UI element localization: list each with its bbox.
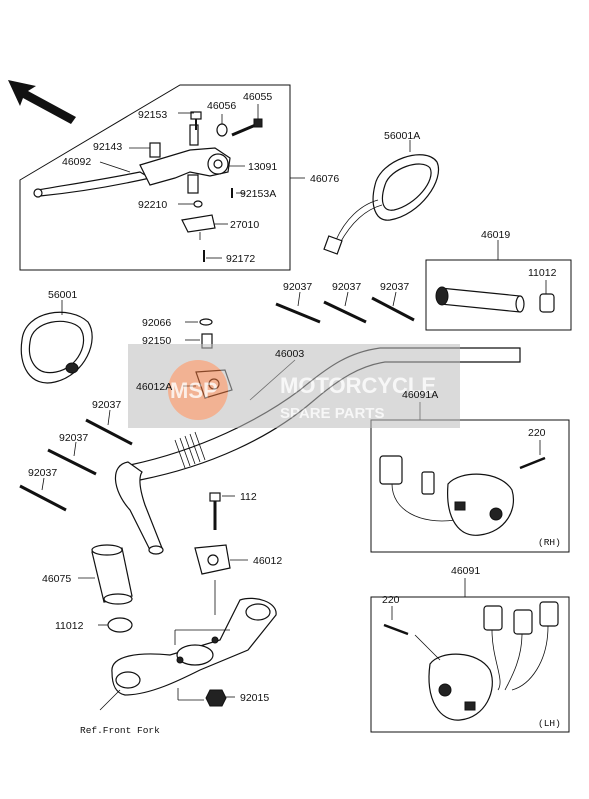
bolt-46055 [231,118,263,137]
screw-220-lh [383,623,409,636]
upper-bracket [111,597,277,696]
label-92037-4: 92037 [92,399,121,411]
label-11012-top: 11012 [528,267,557,279]
watermark-line1: MOTORCYCLE [280,373,436,398]
label-112: 112 [240,491,257,503]
watermark: MSP MOTORCYCLE SPARE PARTS [128,344,460,428]
label-46091: 46091 [451,565,480,577]
label-92037-6: 92037 [28,467,57,479]
label-92143: 92143 [93,141,122,153]
label-46076: 46076 [310,173,339,185]
label-92150: 92150 [142,335,171,347]
label-46092: 46092 [62,156,91,168]
label-92037-2: 92037 [332,281,361,293]
grip-box [425,259,572,331]
label-11012-bottom: 11012 [55,620,84,632]
label-46003: 46003 [275,348,304,360]
grip-46075 [91,544,133,605]
bolt-92153 [190,111,202,130]
cap-11012 [539,293,555,313]
screw-220-rh [519,456,546,470]
label-92153A: 92153A [240,188,276,200]
label-46012A: 46012A [136,381,172,393]
label-92037-1: 92037 [283,281,312,293]
washer-92066 [199,318,213,326]
label-lh: (LH) [538,718,561,729]
grip-46019 [435,286,525,313]
label-46055: 46055 [243,91,272,103]
label-56001A: 56001A [384,130,420,142]
switch-rh-box [370,419,570,553]
switch-lh-box [370,596,570,733]
label-92037-5: 92037 [59,432,88,444]
label-13091: 13091 [248,161,277,173]
label-56001: 56001 [48,289,77,301]
label-46012: 46012 [253,555,282,567]
cap-11012-lower [107,617,133,633]
mirror-left [20,311,93,384]
label-46075: 46075 [42,573,71,585]
label-220-lh: 220 [382,594,400,606]
pin-92210 [193,200,203,208]
label-220-rh: 220 [528,427,546,439]
watermark-line2: SPARE PARTS [280,405,384,422]
master-cylinder [139,124,231,194]
washer-46056 [216,123,228,137]
label-92153: 92153 [138,109,167,121]
label-46091A: 46091A [402,389,438,401]
cable-ties [19,296,415,512]
switch-27010 [181,214,216,240]
label-rh: (RH) [538,537,561,548]
direction-arrow-icon [8,80,76,124]
bolt-112 [209,492,221,530]
switch-rh-46091A [379,455,514,536]
label-27010: 27010 [230,219,259,231]
switch-lh-46091 [428,601,559,721]
label-ref-front-fork: Ref.Front Fork [80,725,160,736]
watermark-logo: MSP [170,378,218,403]
label-92172: 92172 [226,253,255,265]
label-46019: 46019 [481,229,510,241]
brake-lever [33,171,152,198]
mirror-right [323,154,440,255]
label-92015: 92015 [240,692,269,704]
label-92037-3: 92037 [380,281,409,293]
label-46056: 46056 [207,100,236,112]
label-92210: 92210 [138,199,167,211]
nut-92015 [205,689,227,707]
holder-46012 [194,544,231,575]
label-92066: 92066 [142,317,171,329]
